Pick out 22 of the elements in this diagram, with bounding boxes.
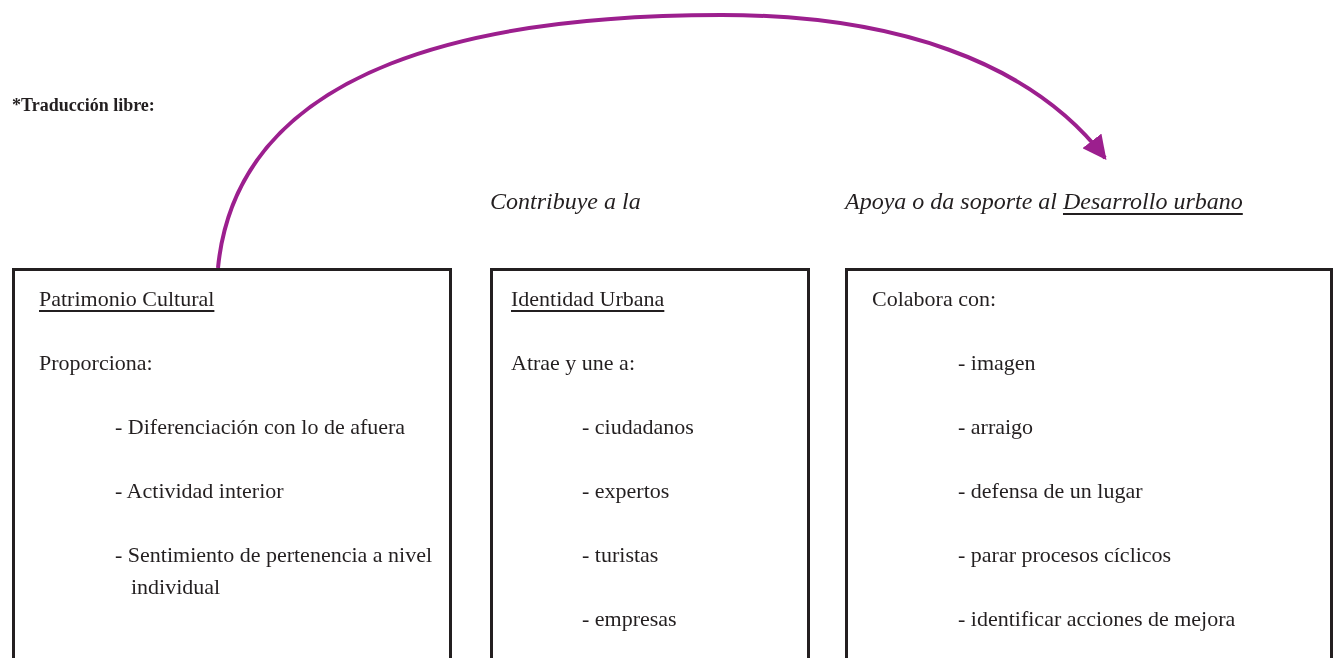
list-item: - Sentimiento de pertenencia a nivel individual [115, 542, 433, 599]
list-item: - arraigo [958, 414, 1034, 439]
box-title: Identidad Urbana [511, 286, 665, 311]
note-text: *Traducción libre: [12, 95, 155, 115]
box-text: Atrae y une a: [511, 350, 635, 375]
list-item: - parar procesos cíclicos [958, 542, 1172, 567]
list-item: - empresas [582, 606, 677, 631]
curved-arrow [216, 13, 1107, 269]
list-item: - defensa de un lugar [958, 478, 1143, 503]
list-item: - imagen [958, 350, 1036, 375]
list-item: - turistas [582, 542, 659, 567]
heading-text: Desarrollo urbano [1063, 187, 1243, 216]
box-text: Proporciona: [39, 350, 153, 375]
list-item: - expertos [582, 478, 670, 503]
list-item: - identificar acciones de mejora [958, 606, 1236, 631]
list-item: - Diferenciación con lo de afuera [115, 414, 406, 439]
box-text: Colabora con: [872, 286, 997, 311]
list-item: - Actividad interior [115, 478, 284, 503]
heading-text: Apoya o da soporte al [845, 187, 1057, 216]
list-item: - ciudadanos [582, 414, 694, 439]
heading-text: Contribuye a la [490, 187, 641, 216]
box-title: Patrimonio Cultural [39, 286, 215, 311]
